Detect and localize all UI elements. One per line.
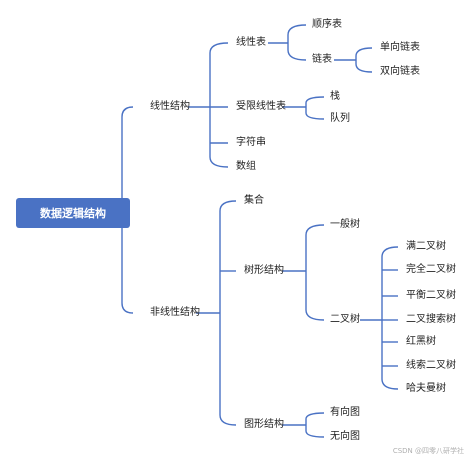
node-string: 字符串 bbox=[236, 137, 266, 148]
node-graph-structure: 图形结构 bbox=[244, 419, 284, 430]
node-tree-structure: 树形结构 bbox=[244, 265, 284, 276]
node-red-black-tree: 红黑树 bbox=[406, 336, 436, 347]
node-set: 集合 bbox=[244, 195, 264, 206]
node-full-binary-tree: 满二叉树 bbox=[406, 241, 446, 252]
node-nonlinear-structure: 非线性结构 bbox=[150, 307, 200, 318]
node-directed-graph: 有向图 bbox=[330, 407, 360, 418]
node-sequential-list: 顺序表 bbox=[312, 19, 342, 30]
node-linear-structure: 线性结构 bbox=[150, 101, 190, 112]
node-singly-linked-list: 单向链表 bbox=[380, 42, 420, 53]
node-doubly-linked-list: 双向链表 bbox=[380, 66, 420, 77]
node-binary-tree: 二叉树 bbox=[330, 314, 360, 325]
node-restricted-list: 受限线性表 bbox=[236, 101, 286, 112]
node-linked-list: 链表 bbox=[312, 54, 332, 65]
node-binary-search-tree: 二叉搜索树 bbox=[406, 314, 456, 325]
node-huffman-tree: 哈夫曼树 bbox=[406, 383, 446, 394]
node-threaded-binary-tree: 线索二叉树 bbox=[406, 360, 456, 371]
node-linear-list: 线性表 bbox=[236, 37, 266, 48]
node-general-tree: 一般树 bbox=[330, 219, 360, 230]
node-stack: 栈 bbox=[330, 91, 340, 102]
root-node: 数据逻辑结构 bbox=[16, 198, 130, 228]
node-balanced-binary-tree: 平衡二叉树 bbox=[406, 290, 456, 301]
watermark: CSDN @四零八研学社 bbox=[392, 447, 464, 455]
node-queue: 队列 bbox=[330, 113, 350, 124]
node-undirected-graph: 无向图 bbox=[330, 431, 360, 442]
node-array: 数组 bbox=[236, 161, 256, 172]
node-complete-binary-tree: 完全二叉树 bbox=[406, 264, 456, 275]
